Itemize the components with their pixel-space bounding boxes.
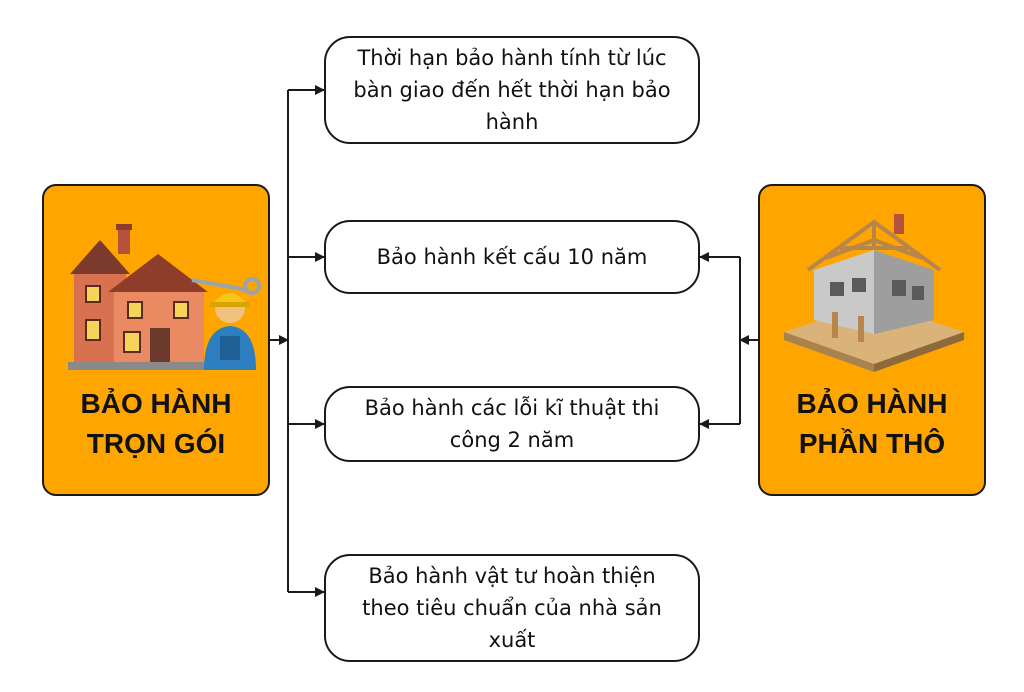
warranty-item-2-text: Bảo hành kết cấu 10 năm bbox=[376, 245, 648, 269]
warranty-item-1-text: Thời hạn bảo hành tính từ lúc bàn giao đ… bbox=[353, 46, 671, 134]
warranty-item-1: Thời hạn bảo hành tính từ lúc bàn giao đ… bbox=[324, 36, 700, 144]
house-with-worker-icon bbox=[68, 224, 261, 370]
right-package-box: BẢO HÀNH PHẦN THÔ bbox=[758, 184, 986, 496]
warranty-item-4-text: Bảo hành vật tư hoàn thiện theo tiêu chu… bbox=[362, 564, 662, 652]
warranty-item-3-text: Bảo hành các lỗi kĩ thuật thi công 2 năm bbox=[364, 396, 660, 452]
warranty-item-2: Bảo hành kết cấu 10 năm bbox=[324, 220, 700, 294]
left-package-box: BẢO HÀNH TRỌN GÓI bbox=[42, 184, 270, 496]
right-package-title: BẢO HÀNH PHẦN THÔ bbox=[796, 388, 948, 459]
house-frame-under-construction-icon bbox=[784, 214, 964, 372]
warranty-item-4: Bảo hành vật tư hoàn thiện theo tiêu chu… bbox=[324, 554, 700, 662]
warranty-item-3: Bảo hành các lỗi kĩ thuật thi công 2 năm bbox=[324, 386, 700, 462]
left-package-title: BẢO HÀNH TRỌN GÓI bbox=[80, 388, 232, 459]
